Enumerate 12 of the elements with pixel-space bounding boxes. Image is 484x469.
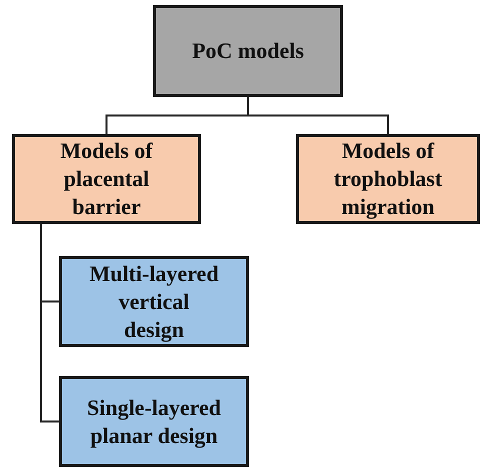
root-box: [153, 5, 343, 97]
connector-line: [247, 97, 389, 134]
category-box: [12, 134, 201, 224]
design-box: [59, 376, 249, 467]
box-label: Models of trophoblast migration: [332, 137, 444, 221]
box-label: Models of placental barrier: [59, 137, 154, 221]
box-label: PoC models: [192, 37, 304, 65]
design-box: [59, 256, 249, 347]
connector-line: [40, 224, 59, 422]
box-label: Multi-layered vertical design: [88, 260, 220, 344]
category-box: [296, 134, 480, 224]
box-label: Single-layered planar design: [86, 394, 222, 450]
